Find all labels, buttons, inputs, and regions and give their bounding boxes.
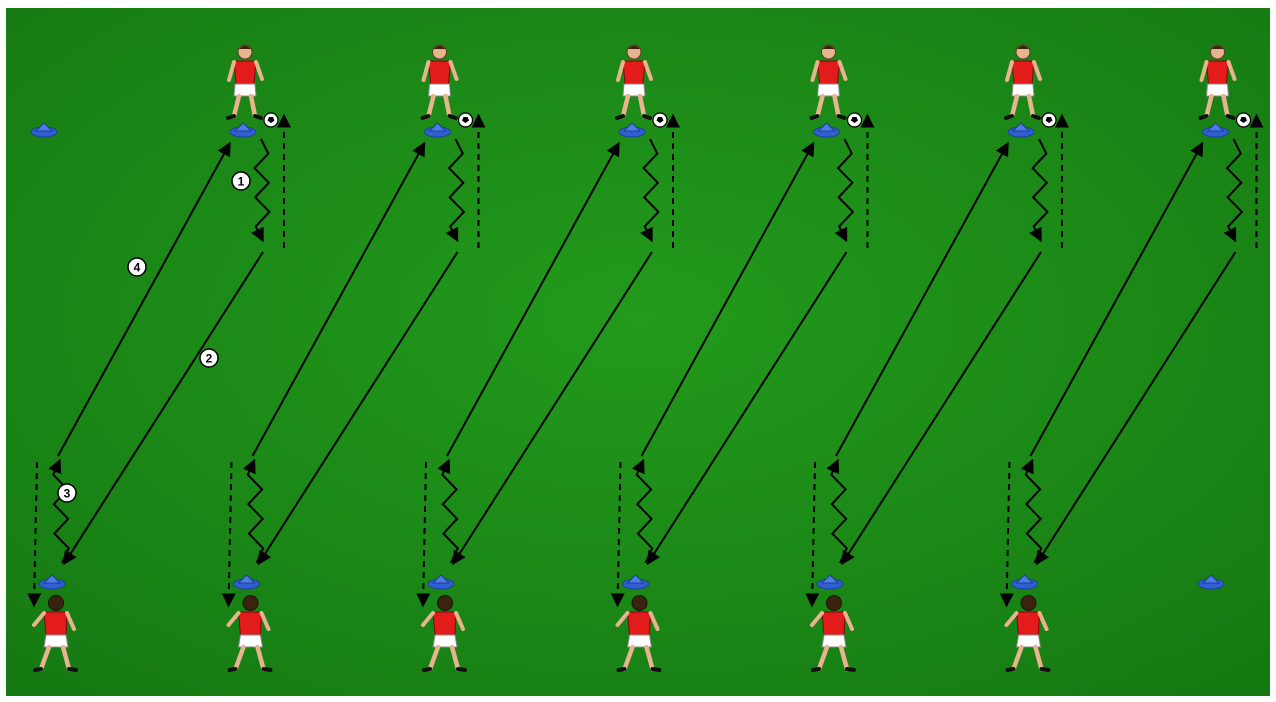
lane-6-bottom-player bbox=[1004, 595, 1051, 672]
lane-1-dribble-up bbox=[48, 458, 70, 564]
lane-6-pass-up bbox=[1029, 141, 1204, 457]
lane-6-top-cone bbox=[1202, 122, 1229, 138]
svg-text:3: 3 bbox=[64, 487, 71, 501]
lane-1-top-cone bbox=[229, 122, 257, 138]
lane-2-bottom-cone bbox=[233, 574, 260, 590]
lane-2-top-player bbox=[420, 44, 459, 120]
lane-6-pass-down bbox=[1035, 251, 1237, 566]
lane-2-run-down-dashed bbox=[221, 461, 236, 608]
lane-2-pass-down bbox=[257, 251, 459, 566]
lane-5-pass-down bbox=[841, 251, 1042, 566]
cone-left-top bbox=[30, 122, 58, 138]
lane-5-dribble-up bbox=[826, 458, 848, 564]
lane-1-top-player bbox=[226, 44, 264, 120]
pass-and-dribble-lines bbox=[27, 113, 1264, 608]
lane-4-dribble-up bbox=[631, 458, 654, 564]
grass-field bbox=[6, 8, 1270, 696]
lane-1-pass-up bbox=[57, 141, 231, 457]
lane-4-pass-up bbox=[640, 141, 815, 457]
lane-5-dribble-down bbox=[1029, 138, 1049, 243]
lane-6-run-down-dashed bbox=[999, 461, 1014, 608]
lane-6-top-player bbox=[1198, 44, 1237, 120]
lane-2-pass-up bbox=[251, 141, 426, 457]
lane-2-dribble-up bbox=[242, 458, 265, 564]
lane-2-top-cone bbox=[424, 122, 451, 138]
lane-3-dribble-down bbox=[640, 138, 660, 243]
step-label-1: 1 bbox=[231, 171, 251, 191]
lane-4-ball bbox=[846, 112, 863, 128]
lane-1-bottom-player bbox=[32, 595, 78, 672]
lane-3-ball bbox=[652, 112, 668, 128]
lane-6-bottom-cone bbox=[1011, 574, 1038, 590]
lane-4-bottom-cone bbox=[622, 574, 649, 590]
lane-6-dribble-down bbox=[1223, 138, 1244, 243]
lane-2-ball bbox=[457, 112, 474, 128]
lane-5-run-down-dashed bbox=[805, 461, 820, 608]
lane-4-pass-down bbox=[646, 251, 848, 566]
lane-3-pass-up bbox=[446, 141, 620, 457]
lane-5-ball bbox=[1041, 112, 1057, 128]
lane-2-dribble-down bbox=[445, 138, 466, 243]
lane-5-bottom-cone bbox=[816, 574, 844, 590]
lane-5-top-player bbox=[1004, 44, 1042, 120]
lane-4-bottom-player bbox=[615, 595, 662, 672]
svg-text:1: 1 bbox=[238, 175, 245, 189]
lane-3-pass-down bbox=[452, 251, 653, 566]
cone-right-bottom bbox=[1197, 574, 1225, 590]
lane-3-bottom-player bbox=[421, 595, 467, 672]
step-label-4: 4 bbox=[127, 257, 147, 277]
svg-text:2: 2 bbox=[206, 352, 213, 366]
players-cones-balls bbox=[30, 44, 1252, 672]
step-label-3: 3 bbox=[57, 483, 77, 503]
lane-2-bottom-player bbox=[226, 595, 273, 672]
lane-6-dribble-up bbox=[1020, 458, 1043, 564]
lane-3-top-cone bbox=[618, 122, 646, 138]
step-label-2: 2 bbox=[199, 348, 219, 368]
lane-6-ball bbox=[1235, 112, 1252, 128]
lane-1-ball bbox=[263, 112, 279, 128]
lane-1-dribble-down bbox=[251, 138, 271, 243]
lane-3-top-player bbox=[615, 44, 653, 120]
lane-1-run-down-dashed bbox=[27, 461, 42, 608]
soccer-pitch-diagram: 1 2 3 4 bbox=[6, 8, 1270, 696]
svg-text:4: 4 bbox=[134, 261, 141, 275]
lane-4-run-down-dashed bbox=[610, 461, 625, 608]
lane-5-pass-up bbox=[835, 141, 1009, 457]
lane-1-pass-down bbox=[63, 251, 264, 566]
step-number-labels: 1 2 3 4 bbox=[57, 171, 251, 503]
lane-4-top-cone bbox=[813, 122, 840, 138]
lane-3-dribble-up bbox=[437, 458, 459, 564]
lane-4-dribble-down bbox=[834, 138, 855, 243]
lane-5-bottom-player bbox=[810, 595, 856, 672]
lane-3-bottom-cone bbox=[427, 574, 455, 590]
lane-1-bottom-cone bbox=[38, 574, 66, 590]
drill-canvas: 1 2 3 4 bbox=[6, 8, 1270, 696]
lane-3-run-down-dashed bbox=[416, 461, 431, 608]
lane-4-top-player bbox=[809, 44, 848, 120]
lane-5-top-cone bbox=[1007, 122, 1035, 138]
